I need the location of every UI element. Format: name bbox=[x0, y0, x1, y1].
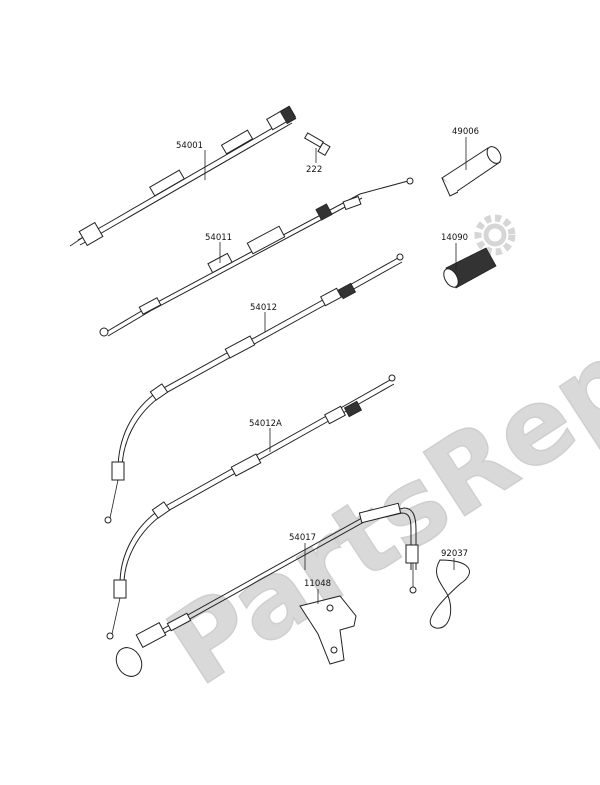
label-54012: 54012 bbox=[250, 303, 277, 313]
label-54017: 54017 bbox=[289, 533, 316, 543]
gear-icon bbox=[474, 214, 516, 256]
label-54011: 54011 bbox=[205, 233, 232, 243]
label-54012A: 54012A bbox=[249, 419, 282, 429]
choke-cable-54017 bbox=[115, 502, 419, 677]
part-labels: 54001 222 49006 14090 54011 54012 54012A… bbox=[176, 127, 479, 589]
rubber-boot-part bbox=[443, 247, 497, 289]
label-54001: 54001 bbox=[176, 141, 203, 151]
label-92037: 92037 bbox=[441, 549, 468, 559]
clamp-part bbox=[429, 559, 470, 629]
label-49006: 49006 bbox=[452, 127, 479, 137]
label-14090: 14090 bbox=[441, 233, 468, 243]
cable-holder-part bbox=[441, 146, 502, 197]
speedometer-cable bbox=[69, 105, 297, 247]
bolt-part bbox=[304, 132, 331, 157]
throttle-cable-54012 bbox=[104, 253, 404, 524]
bracket-part bbox=[299, 595, 357, 665]
throttle-cable-54012A bbox=[106, 374, 396, 640]
label-222: 222 bbox=[306, 165, 322, 175]
label-11048: 11048 bbox=[304, 579, 331, 589]
leader-lines bbox=[204, 137, 467, 604]
